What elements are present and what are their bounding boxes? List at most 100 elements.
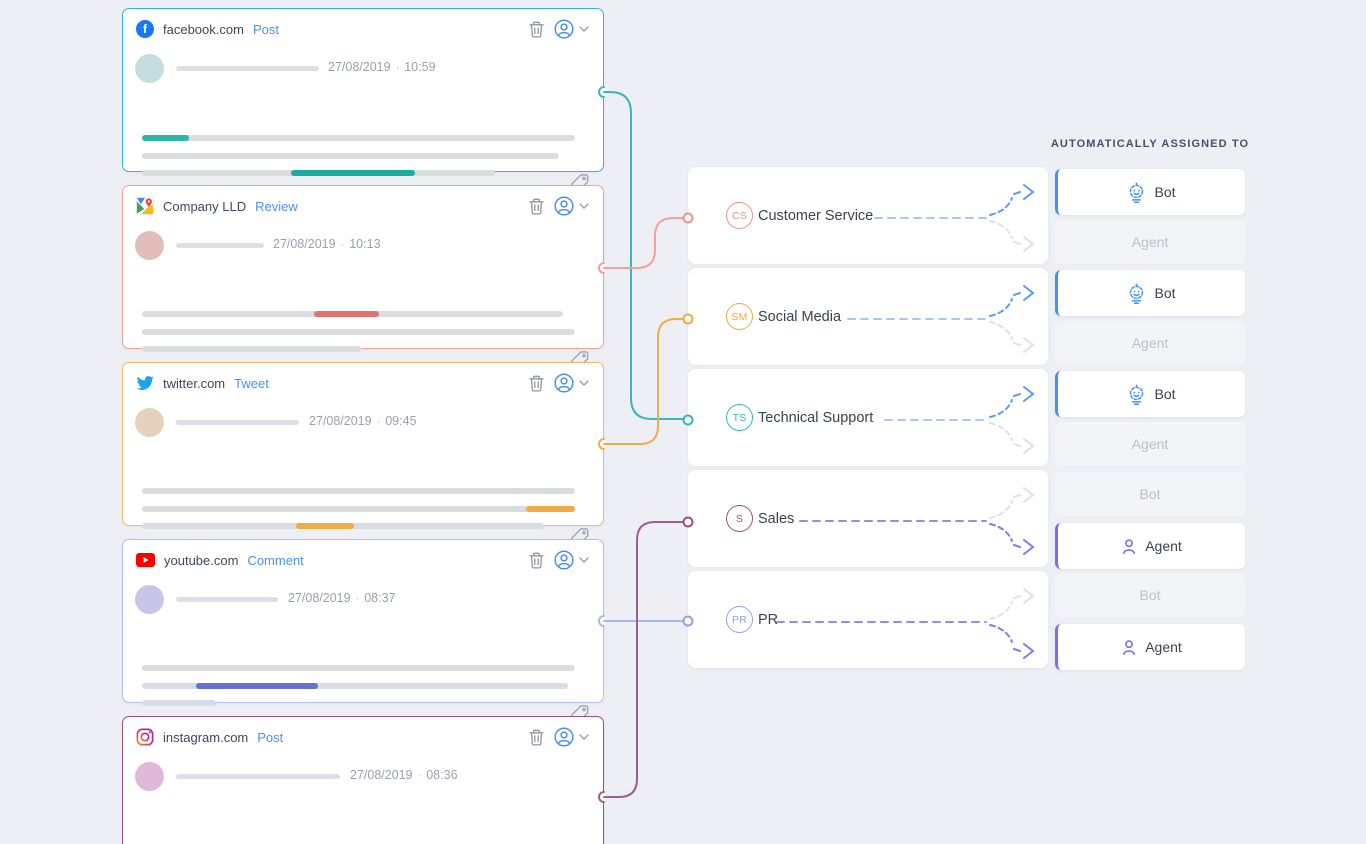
text-placeholder-line [142,329,575,335]
option-label: Bot [1139,587,1161,603]
avatar [135,762,164,791]
site-name: twitter.com [163,375,226,391]
delete-button[interactable] [529,198,544,215]
assignee-dropdown[interactable] [553,726,589,748]
robot-icon [1130,182,1144,203]
post-card-twitter: twitter.com Tweet 27/08/2019·09:45 [122,362,604,546]
trash-icon [529,729,544,746]
delete-button[interactable] [529,729,544,746]
post-card-company-lld: Company LLD Review 27/08/2019·10:13 [122,185,604,369]
assignee-avatar-icon [554,550,574,570]
option-label: Bot [1154,285,1176,301]
chevron-down-icon [579,26,589,32]
category-initials-badge: PR [726,606,753,633]
text-placeholder-line [142,523,544,529]
delete-button[interactable] [529,375,544,392]
option-label: Agent [1145,639,1182,655]
author-name-placeholder [176,243,264,248]
text-placeholder-line [142,665,575,671]
bot-option-customer-service[interactable]: Bot [1055,169,1245,215]
agent-option-sales[interactable]: Agent [1055,523,1245,569]
category-card-customer-service: CS Customer Service [688,167,1048,264]
text-placeholder-line [142,488,575,494]
agent-option-customer-service[interactable]: Agent [1055,220,1245,264]
connector-instagram-to-sales [598,521,684,803]
agent-person-icon [1123,538,1136,554]
avatar [135,231,164,260]
author-name-placeholder [176,420,299,425]
text-placeholder-line [142,346,361,352]
post-datetime: 27/08/2019·10:59 [328,60,436,74]
category-name: PR [758,612,779,628]
site-name: facebook.com [163,21,244,37]
post-type-link[interactable]: Comment [247,552,304,568]
option-label: Agent [1145,538,1182,554]
text-placeholder-line [142,153,559,159]
facebook-icon: f [136,20,154,38]
assignee-dropdown[interactable] [553,195,589,217]
bot-option-social-media[interactable]: Bot [1055,270,1245,316]
connector-company-to-customer-service [598,217,684,274]
category-initials-badge: TS [726,404,753,431]
text-placeholder-line [142,506,575,512]
post-datetime: 27/08/2019·09:45 [309,414,417,428]
text-placeholder-line [142,170,495,176]
avatar [135,585,164,614]
assignee-dropdown[interactable] [553,372,589,394]
assignee-avatar-icon [554,196,574,216]
author-name-placeholder [176,774,340,779]
post-type-link[interactable]: Post [257,729,284,745]
option-label: Bot [1154,184,1176,200]
connector-youtube-to-pr [598,615,684,627]
site-name: Company LLD [163,198,247,214]
post-datetime: 27/08/2019·10:13 [273,237,381,251]
category-name: Customer Service [758,208,874,224]
post-datetime: 27/08/2019·08:37 [288,591,396,605]
agent-option-pr[interactable]: Agent [1055,624,1245,670]
text-placeholder-line [142,683,568,689]
text-placeholder-line [142,311,563,317]
agent-person-icon [1123,639,1136,655]
text-placeholder-line [142,135,575,141]
author-name-placeholder [176,597,278,602]
post-type-link[interactable]: Review [255,198,298,214]
google-maps-icon [136,197,154,215]
assignee-dropdown[interactable] [553,18,589,40]
delete-button[interactable] [529,21,544,38]
site-name: instagram.com [163,729,249,745]
post-card-youtube: youtube.com Comment 27/08/2019·08:37 [122,539,604,723]
category-name: Sales [758,511,795,527]
assignee-dropdown[interactable] [553,549,589,571]
category-initials-badge: S [726,505,753,532]
agent-option-technical-support[interactable]: Agent [1055,422,1245,466]
agent-option-social-media[interactable]: Agent [1055,321,1245,365]
avatar [135,408,164,437]
post-card-facebook: f facebook.com Post 27/08/2019·10:59 [122,8,604,192]
category-card-sales: S Sales [688,470,1048,567]
trash-icon [529,375,544,392]
bot-option-sales[interactable]: Bot [1055,472,1245,516]
post-datetime: 27/08/2019·08:36 [350,768,458,782]
trash-icon [529,552,544,569]
twitter-icon [136,375,154,390]
robot-icon [1130,384,1144,405]
post-type-link[interactable]: Post [252,21,279,37]
category-card-pr: PR PR [688,571,1048,668]
bot-option-pr[interactable]: Bot [1055,573,1245,617]
option-label: Bot [1154,386,1176,402]
category-card-technical-support: TS Technical Support [688,369,1048,466]
post-type-link[interactable]: Tweet [234,375,269,391]
chevron-down-icon [579,557,589,563]
site-name: youtube.com [164,552,239,568]
bot-option-technical-support[interactable]: Bot [1055,371,1245,417]
instagram-icon [136,728,154,746]
connector-facebook-to-technical-support [598,86,684,420]
chevron-down-icon [579,380,589,386]
option-label: Agent [1131,335,1169,351]
category-name: Technical Support [758,410,874,426]
post-card-instagram: instagram.com Post 27/08/2019·08:36 [122,716,604,844]
option-label: Bot [1139,486,1161,502]
delete-button[interactable] [529,552,544,569]
category-initials-badge: SM [726,303,753,330]
